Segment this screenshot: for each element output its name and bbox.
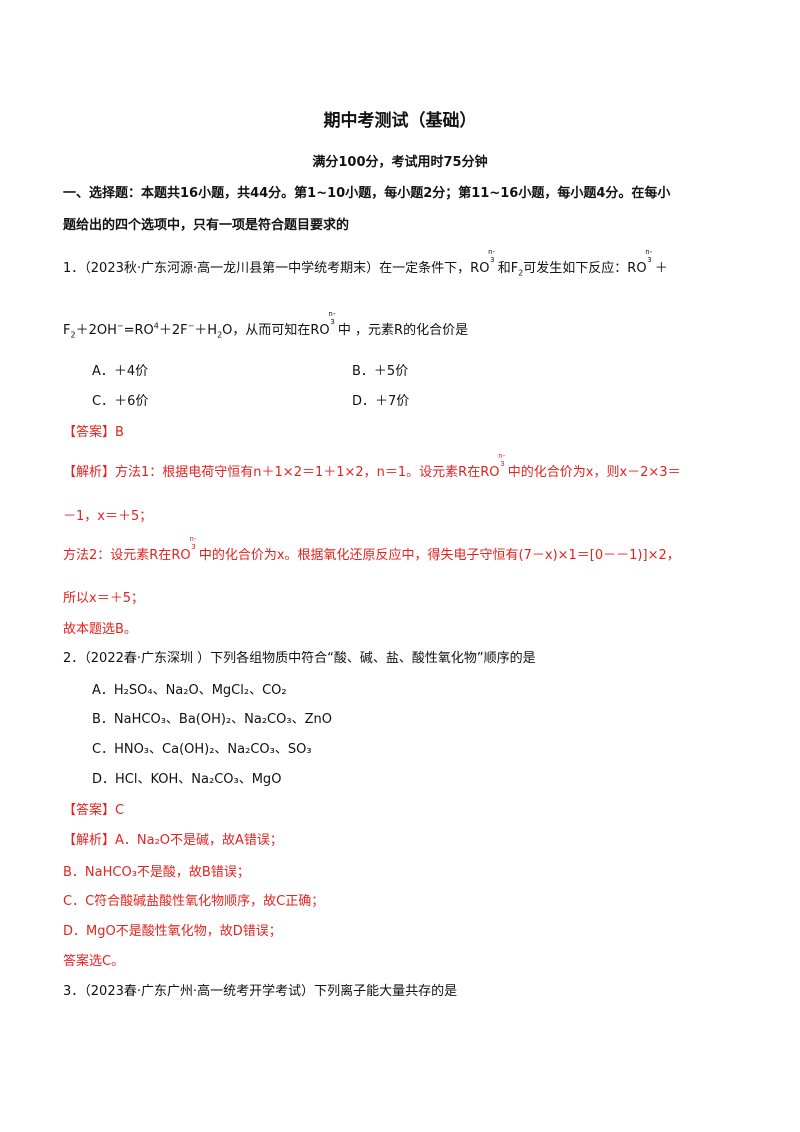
question-text: 可发生如下反应： — [523, 261, 628, 276]
question-text: ＋ — [654, 261, 668, 276]
question-1-explanation-line4: 所以x＝＋5； — [63, 591, 144, 606]
question-3-stem: 3．（2023春·广东广州·高一统考开学考试）下列离子能大量共存的是 — [63, 984, 458, 999]
section-instruction-line2: 题给出的四个选项中，只有一项是符合题目要求的 — [63, 218, 350, 233]
section-instruction-line1: 一、选择题：本题共16小题，共44分。第1~10小题，每小题2分；第11~16小… — [63, 186, 671, 201]
question-2-explanation-line1: 【解析】A．Na₂O不是碱，故A错误； — [63, 833, 283, 848]
question-2-stem: 2．（2022春·广东深圳 ）下列各组物质中符合“酸、碱、盐、酸性氧化物”顺序的… — [63, 651, 536, 666]
question-1-answer: 【答案】B — [63, 425, 124, 440]
question-2-option-b: B．NaHCO₃、Ba(OH)₂、Na₂CO₃、ZnO — [92, 712, 332, 727]
question-2-option-c: C．HNO₃、Ca(OH)₂、Na₂CO₃、SO₃ — [92, 742, 312, 757]
question-2-explanation-line5: 答案选C。 — [63, 954, 125, 969]
question-source: （2023秋·广东河源·高一龙川县第一中学统考期末） — [84, 261, 380, 276]
question-2-explanation-line3: C．C符合酸碱盐酸性氧化物顺序，故C正确； — [63, 894, 325, 909]
question-1-option-b: B．＋5价 — [352, 364, 409, 379]
question-1-explanation-line5: 故本题选B。 — [63, 622, 137, 637]
question-text: 和F — [497, 261, 519, 276]
question-1-option-c: C．＋6价 — [92, 394, 149, 409]
question-text: 在一定条件下， — [379, 261, 471, 276]
question-2-explanation-line4: D．MgO不是酸性氧化物，故D错误； — [63, 924, 282, 939]
question-number: 1． — [63, 261, 85, 276]
page-title: 期中考测试（基础） — [323, 111, 477, 131]
question-2-explanation-line2: B．NaHCO₃不是酸，故B错误； — [63, 865, 250, 880]
question-1-explanation-line2: －1，x＝＋5； — [63, 509, 153, 524]
question-2-option-a: A．H₂SO₄、Na₂O、MgCl₂、CO₂ — [92, 683, 287, 698]
question-1-option-a: A．＋4价 — [92, 364, 149, 379]
question-2-answer: 【答案】C — [63, 803, 125, 818]
question-1-option-d: D．＋7价 — [352, 394, 410, 409]
question-2-option-d: D．HCl、KOH、Na₂CO₃、MgO — [92, 772, 282, 787]
page-subtitle: 满分100分，考试用时75分钟 — [312, 155, 488, 170]
